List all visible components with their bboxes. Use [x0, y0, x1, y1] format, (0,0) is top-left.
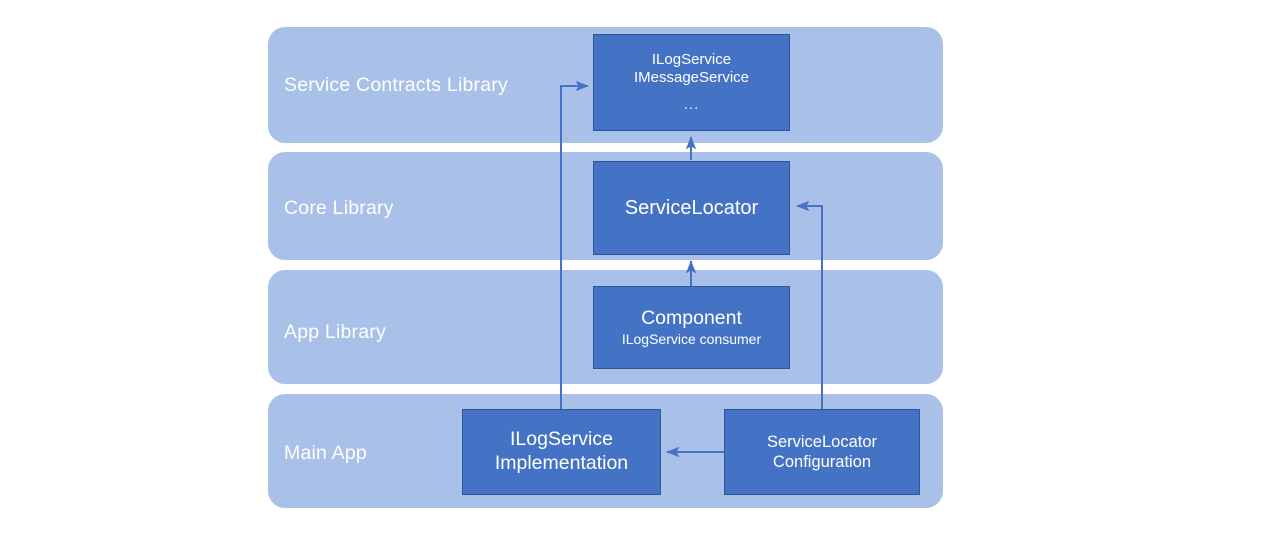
node-ilogservice-implementation-line-2: Implementation: [494, 452, 629, 474]
node-service-interfaces-line-2: IMessageService: [633, 68, 750, 86]
node-service-interfaces-line-1: ILogService: [651, 50, 732, 68]
node-ilogservice-implementation-line-1: ILogService: [510, 428, 613, 451]
node-servicelocator-configuration-line-2: Configuration: [772, 453, 872, 471]
layer-label-app-library: App Library: [284, 321, 386, 343]
node-servicelocator-configuration[interactable]: ServiceLocator Configuration: [724, 409, 920, 495]
node-service-locator[interactable]: ServiceLocator: [593, 161, 790, 255]
layer-label-main-app: Main App: [284, 442, 367, 464]
node-service-interfaces-ellipsis: ...: [683, 96, 700, 114]
node-ilogservice-implementation[interactable]: ILogService Implementation: [462, 409, 661, 495]
node-component-subtitle: ILogService consumer: [621, 330, 762, 347]
node-service-locator-label: ServiceLocator: [624, 196, 759, 219]
node-component[interactable]: Component ILogService consumer: [593, 286, 790, 369]
node-service-interfaces[interactable]: ILogService IMessageService ...: [593, 34, 790, 131]
layer-label-service-contracts-library: Service Contracts Library: [284, 74, 508, 96]
node-component-title: Component: [641, 307, 742, 330]
layer-label-core-library: Core Library: [284, 197, 394, 219]
node-servicelocator-configuration-line-1: ServiceLocator: [766, 432, 878, 451]
